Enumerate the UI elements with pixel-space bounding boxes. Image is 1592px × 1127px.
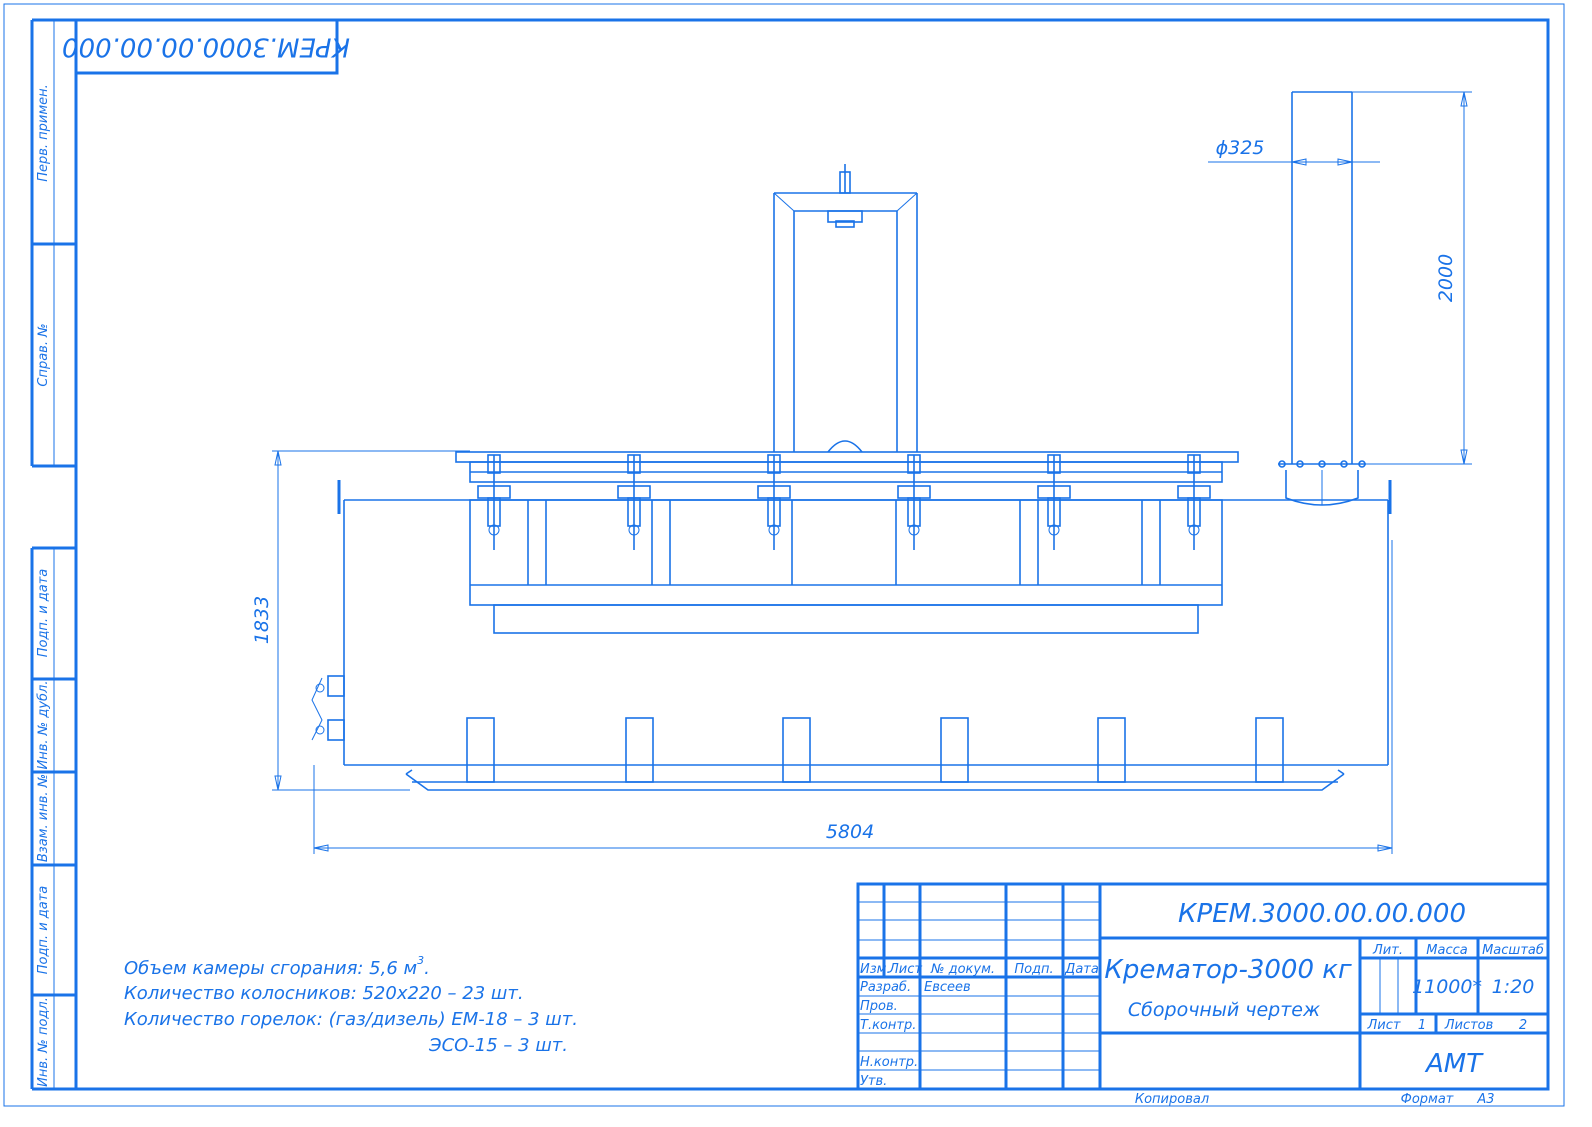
burner-6: [1141, 454, 1211, 585]
sheet-outline: [3, 3, 1565, 1107]
tb-header-podp: Подп.: [1014, 962, 1053, 977]
footer-copied: Копировал: [1135, 1092, 1209, 1107]
tb-mass-label: Масса: [1426, 943, 1467, 958]
tb-designation: КРЕМ.3000.00.00.000: [1178, 899, 1466, 929]
margin-label-perv-primen: Перв. примен.: [36, 84, 51, 182]
tb-scale-label: Масштаб: [1482, 943, 1544, 958]
dim-chimney-height: 2000: [1435, 254, 1457, 302]
tb-sheet-value: 1: [1418, 1018, 1426, 1033]
margin-label-inv-dubl: Инв. № дубл.: [36, 681, 51, 770]
note-burners: Количество горелок: (газ/дизель) ЕМ-18 –…: [124, 1009, 578, 1030]
tb-row-nkontr: Н.контр.: [860, 1055, 918, 1070]
note-grates: Количество колосников: 520x220 – 23 шт.: [124, 983, 524, 1004]
margin-label-sprav-no: Справ. №: [36, 323, 51, 386]
tb-scale-value: 1:20: [1492, 976, 1535, 998]
margin-label-podp-data: Подп. и дата: [36, 569, 51, 658]
tb-document-type: Сборочный чертеж: [1128, 999, 1320, 1021]
tb-header-data: Дата: [1064, 962, 1099, 977]
tb-razrab-name: Евсеев: [924, 980, 971, 995]
burner-2: [617, 454, 671, 585]
mirrored-designation: КРЕМ.3000.00.00.000: [62, 32, 350, 62]
technical-notes: Объем камеры сгорания: 5,6 м3. Количеств…: [124, 954, 578, 1056]
tb-row-tkontr: Т.контр.: [860, 1018, 916, 1033]
cremator-drawing: [311, 91, 1393, 791]
left-margin-table: [30, 18, 76, 1091]
note-chamber-volume: Объем камеры сгорания: 5,6 м3.: [124, 954, 430, 979]
burner-5: [1019, 454, 1071, 585]
tb-organization: АМТ: [1424, 1049, 1484, 1079]
note-burners-eso: ЭСО-15 – 3 шт.: [428, 1035, 568, 1056]
tb-product-name: Крематор-3000 кг: [1104, 955, 1352, 985]
dimension-lines: [272, 91, 1472, 854]
dim-overall-length: 5804: [826, 821, 874, 843]
dim-chimney-diameter: ϕ325: [1216, 137, 1265, 159]
tb-row-utv: Утв.: [860, 1074, 887, 1089]
tb-lit-label: Лит.: [1372, 943, 1403, 958]
burner-1: [477, 454, 547, 585]
drawing-sheet: Перв. примен. Справ. № Подп. и дата Инв.…: [3, 3, 1565, 1107]
burner-array: [477, 454, 1211, 585]
tb-sheet-label: Лист: [1367, 1018, 1401, 1033]
tb-header-doc-no: № докум.: [930, 962, 995, 977]
footer-format-value: А3: [1476, 1092, 1494, 1107]
margin-label-podp-data-2: Подп. и дата: [36, 886, 51, 975]
tb-header-izm: Изм.: [860, 962, 891, 977]
footer-format-label: Формат: [1401, 1092, 1454, 1107]
tb-sheets-value: 2: [1519, 1018, 1527, 1033]
tb-row-prov: Пров.: [860, 999, 898, 1014]
tb-header-list: Лист: [888, 962, 922, 977]
burner-4: [895, 454, 931, 585]
dim-overall-height: 1833: [251, 596, 273, 644]
tb-row-razrab: Разраб.: [860, 980, 911, 995]
tb-sheets-label: Листов: [1444, 1018, 1494, 1033]
margin-label-vzam-inv: Взам. инв. №: [36, 774, 51, 862]
drawing-frame: [74, 18, 1550, 1091]
margin-label-inv-podl: Инв. № подл.: [36, 997, 51, 1087]
title-block: [856, 882, 1550, 1091]
mirrored-designation-box: [74, 18, 339, 75]
tb-mass-value: 11000*: [1412, 976, 1482, 998]
burner-3: [757, 454, 793, 585]
